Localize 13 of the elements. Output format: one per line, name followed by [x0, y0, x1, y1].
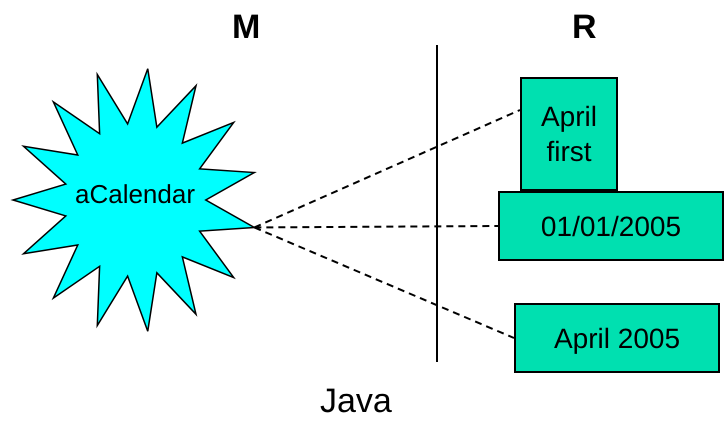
- data-box: [514, 303, 720, 373]
- node-label: 01/01/2005: [540, 210, 682, 244]
- column-heading: R: [572, 8, 597, 47]
- dashed-connector: [254, 109, 520, 228]
- node-label: aCalendar: [75, 178, 195, 210]
- column-heading: M: [232, 8, 260, 47]
- dashed-connector: [254, 226, 514, 339]
- data-box: [520, 77, 618, 191]
- data-box: [498, 191, 724, 261]
- node-label: April 2005: [554, 322, 680, 356]
- dashed-connector: [254, 225, 498, 228]
- column-heading: Java: [320, 382, 392, 421]
- node-label: April first: [540, 100, 598, 169]
